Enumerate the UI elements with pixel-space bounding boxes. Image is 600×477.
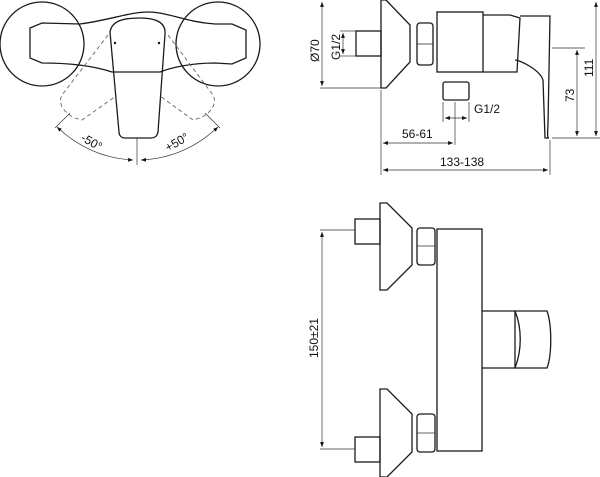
- top-view: -50° +50°: [0, 1, 261, 165]
- inlet-spacing-label: 150±21: [307, 318, 321, 358]
- side-view: Ø70 G1/2 G1/2 56-61 133-138 73 111: [308, 0, 600, 175]
- total-height-label: 111: [582, 58, 596, 77]
- front-view: 150±21: [307, 202, 552, 477]
- outlet-offset-label: 56-61: [402, 127, 433, 141]
- angle-right-label: +50°: [163, 130, 192, 155]
- diameter-label: Ø70: [308, 39, 322, 62]
- outlet-thread-label: G1/2: [474, 102, 500, 116]
- total-depth-label: 133-138: [440, 155, 484, 169]
- handle-height-label: 73: [563, 88, 577, 102]
- inlet-thread-label: G1/2: [329, 34, 343, 60]
